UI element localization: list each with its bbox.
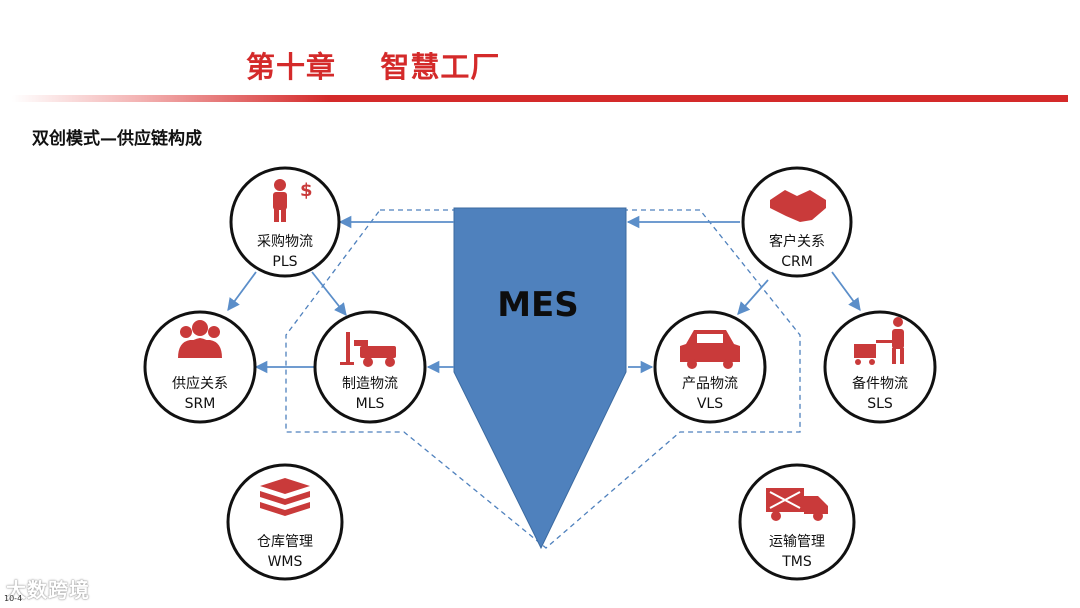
arrow-pls-to-srm <box>227 271 257 312</box>
mls-label-cn: 制造物流 <box>342 376 398 392</box>
node-vls: 产品物流 VLS <box>653 310 767 424</box>
wms-label-cn: 仓库管理 <box>257 534 313 550</box>
cart-worker-icon <box>854 317 904 365</box>
mes-label: MES <box>497 285 579 325</box>
truck-icon <box>766 488 828 521</box>
dashed-boundary <box>285 209 801 549</box>
pls-label-en: PLS <box>272 254 297 270</box>
arrow-crm-to-vls <box>737 279 769 315</box>
node-pls: $ 采购物流 PLS <box>229 166 341 278</box>
stack-icon <box>260 478 310 516</box>
node-sls: 备件物流 SLS <box>823 310 937 424</box>
watermark-logo: 大数跨境 <box>6 578 90 602</box>
node-wms: 仓库管理 WMS <box>226 463 344 581</box>
tms-label-cn: 运输管理 <box>769 534 825 550</box>
mls-label-en: MLS <box>356 396 385 412</box>
car-icon <box>680 330 740 369</box>
srm-label-cn: 供应关系 <box>172 375 228 392</box>
node-crm: 客户关系 CRM <box>741 166 853 278</box>
arrow-pls-to-mls <box>311 271 347 316</box>
pls-label-cn: 采购物流 <box>257 234 313 250</box>
srm-label-en: SRM <box>185 396 216 412</box>
forklift-icon <box>340 332 396 367</box>
sls-label-cn: 备件物流 <box>852 375 908 392</box>
arrow-crm-to-sls <box>831 271 861 312</box>
crm-label-en: CRM <box>781 254 813 270</box>
group-icon <box>178 320 222 358</box>
mes-shape <box>453 207 627 550</box>
tms-label-en: TMS <box>781 554 812 570</box>
sls-label-en: SLS <box>867 396 893 412</box>
page-title: 第十章 智慧工厂 <box>246 50 501 84</box>
node-tms: 运输管理 TMS <box>738 463 856 581</box>
svg-text:$: $ <box>300 180 313 201</box>
page-number: 10-4 <box>4 594 23 603</box>
crm-label-cn: 客户关系 <box>769 233 825 250</box>
wms-label-en: WMS <box>268 554 303 570</box>
node-mls: 制造物流 MLS <box>313 310 427 424</box>
handshake-icon <box>770 190 826 222</box>
vls-label-cn: 产品物流 <box>682 376 738 392</box>
title-rule <box>12 95 1068 102</box>
section-subtitle: 双创模式—供应链构成 <box>32 129 202 149</box>
vls-label-en: VLS <box>697 396 723 412</box>
purchase-icon: $ <box>273 179 313 222</box>
node-srm: 供应关系 SRM <box>143 310 257 424</box>
